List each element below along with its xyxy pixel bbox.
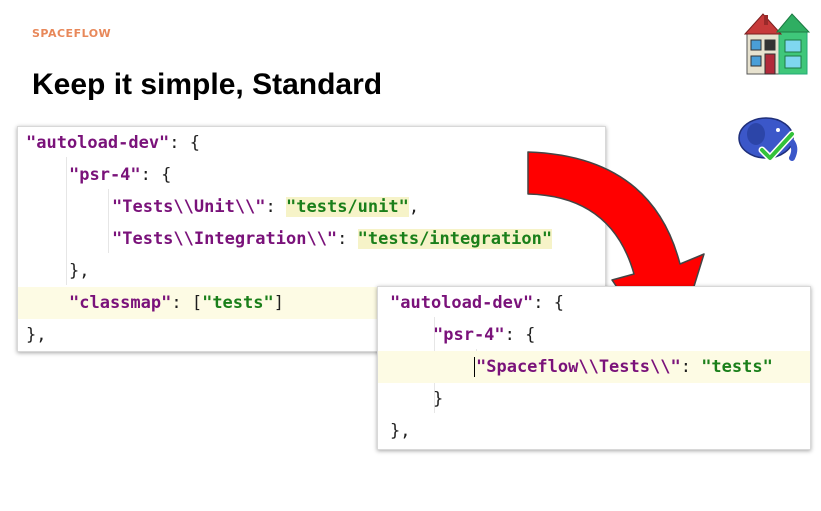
house-icon <box>744 13 810 75</box>
json-punct: } <box>433 389 444 409</box>
json-punct: }, <box>390 421 411 441</box>
json-punct: : <box>265 197 287 217</box>
code-line: "psr-4": { <box>18 159 605 191</box>
json-key: "autoload-dev" <box>26 133 170 153</box>
json-key: "Spaceflow\\Tests\\" <box>476 357 681 377</box>
code-line: "Tests\\Integration\\": "tests/integrati… <box>18 223 605 255</box>
json-string: "tests/unit" <box>286 197 409 217</box>
indent-guide <box>66 157 67 285</box>
json-key: "autoload-dev" <box>390 293 534 313</box>
code-line: }, <box>378 415 810 447</box>
json-punct: }, <box>69 261 90 281</box>
json-punct: : { <box>169 133 201 153</box>
code-line-highlighted: "Spaceflow\\Tests\\": "tests" <box>378 351 810 383</box>
brand-logo-text: SPACEFLOW <box>32 27 112 40</box>
php-elephant-check-icon <box>738 117 798 162</box>
json-key: "psr-4" <box>433 325 505 345</box>
json-key: "Tests\\Unit\\" <box>112 197 266 217</box>
indent-guide <box>108 189 109 253</box>
code-line: "Tests\\Unit\\": "tests/unit", <box>18 191 605 223</box>
json-punct: ] <box>273 293 284 313</box>
json-punct: : { <box>533 293 565 313</box>
json-punct: : { <box>504 325 536 345</box>
json-key: "classmap" <box>69 293 172 313</box>
code-line: "autoload-dev": { <box>18 127 605 159</box>
code-line: "psr-4": { <box>378 319 810 351</box>
json-punct: , <box>408 197 420 217</box>
text-caret <box>474 357 475 377</box>
code-line: "autoload-dev": { <box>378 287 810 319</box>
json-string: "tests" <box>202 293 274 313</box>
json-punct: : <box>680 357 702 377</box>
json-punct: : { <box>140 165 172 185</box>
code-panel-before: "autoload-dev": { "psr-4": { "Tests\\Uni… <box>17 126 606 352</box>
code-line: } <box>378 383 810 415</box>
code-line: }, <box>18 319 605 351</box>
json-key: "Tests\\Integration\\" <box>112 229 338 249</box>
json-string: "tests" <box>701 357 773 377</box>
code-line: }, <box>18 255 605 287</box>
code-panel-after: "autoload-dev": { "psr-4": { "Spaceflow\… <box>377 286 811 450</box>
json-punct: : <box>337 229 358 249</box>
slide-title: Keep it simple, Standard <box>32 68 383 101</box>
json-key: "psr-4" <box>69 165 141 185</box>
json-punct: : [ <box>171 293 203 313</box>
json-punct: }, <box>26 325 47 345</box>
json-string: "tests/integration" <box>357 229 553 249</box>
